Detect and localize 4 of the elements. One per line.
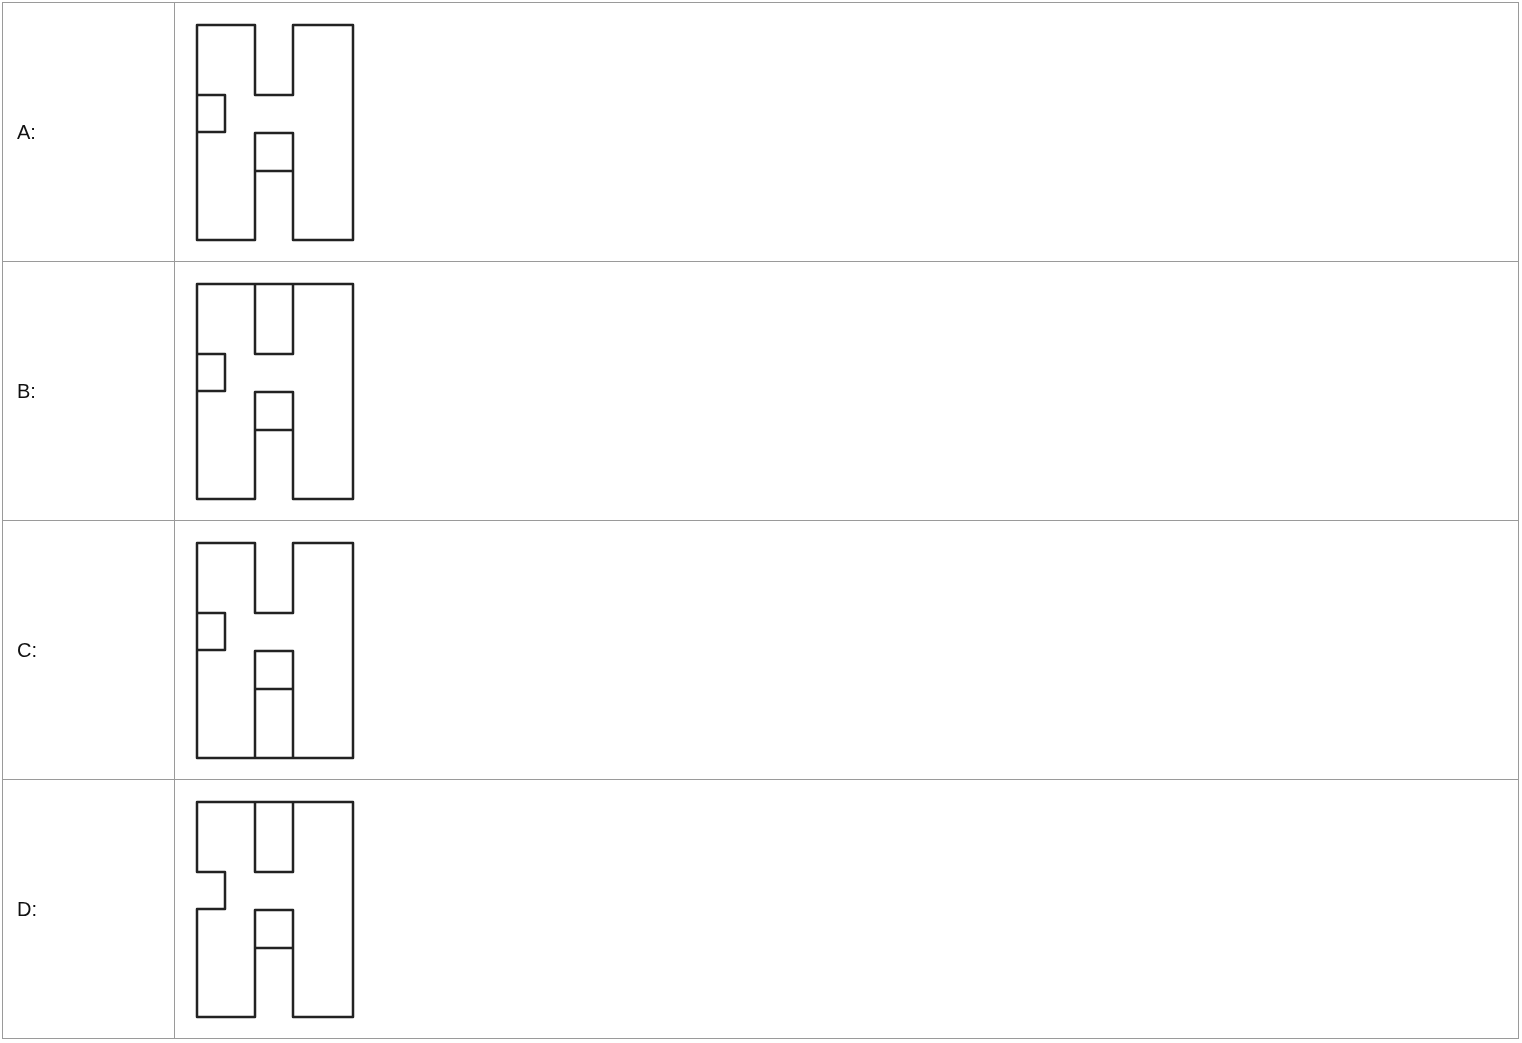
option-label: D: (17, 897, 37, 920)
option-label: C: (17, 638, 37, 661)
option-label: B: (17, 379, 36, 402)
option-label: A: (17, 120, 36, 143)
